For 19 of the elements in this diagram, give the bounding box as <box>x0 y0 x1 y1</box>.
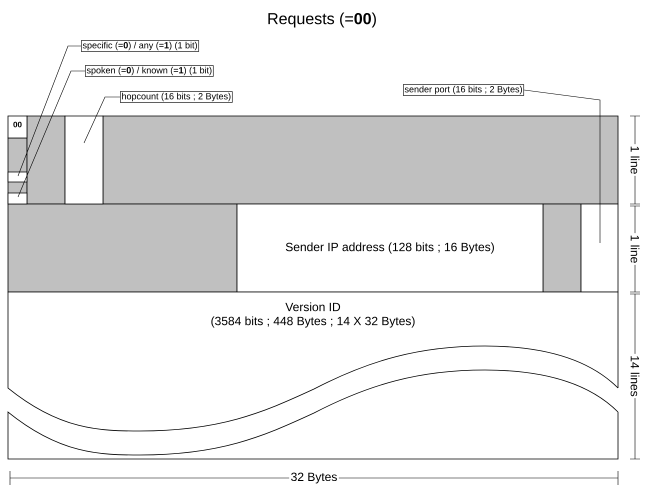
dimension-label: 1 line <box>629 233 641 265</box>
field-box: 00 <box>8 116 28 138</box>
leader-line <box>524 90 600 244</box>
field-box <box>8 192 28 204</box>
title: Requests (=00) <box>268 12 376 28</box>
field-box <box>64 116 104 204</box>
callout-box: sender port (16 bits ; 2 Bytes) <box>403 84 524 96</box>
leader-line <box>18 70 86 198</box>
dimension-label: 14 lines <box>629 354 641 398</box>
field-box <box>8 172 28 182</box>
dimension-label: 1 line <box>629 144 641 176</box>
field-box <box>580 204 618 292</box>
callout-box: hopcount (16 bits ; 2 Bytes) <box>120 91 233 103</box>
dimension-label: 32 Bytes <box>289 471 339 485</box>
callout-box: spoken (=0) / known (=1) (1 bit) <box>85 65 214 77</box>
field-box: Sender IP address (128 bits ; 16 Bytes) <box>236 204 544 292</box>
leader-line <box>18 46 82 176</box>
leader-line <box>84 96 120 144</box>
callout-box: specific (=0) / any (=1) (1 bit) <box>81 40 200 52</box>
